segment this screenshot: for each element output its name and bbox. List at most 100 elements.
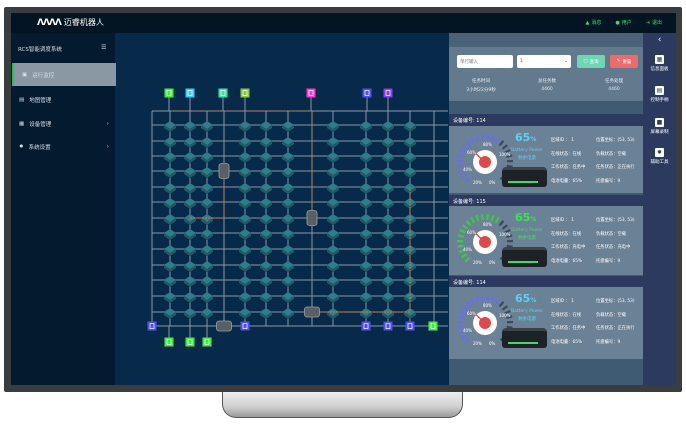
battery-gauge: 80% 60% 100% 40% 20% 0% bbox=[456, 134, 514, 185]
device-info-left: 区域ID ： 1 在线状态：在线 工作状态：任务中 电池电量：65% bbox=[551, 138, 586, 184]
info-panel-icon: ▦ bbox=[655, 55, 664, 64]
agv-robot[interactable] bbox=[216, 320, 232, 332]
device-select[interactable]: 1⌄ bbox=[517, 55, 571, 68]
tick-label: 0% bbox=[489, 180, 496, 185]
sidebar-item-settings[interactable]: ✹系统设置› bbox=[11, 135, 115, 158]
shelf-side bbox=[282, 171, 294, 178]
charging-station-icon[interactable] bbox=[164, 337, 174, 347]
station-icon[interactable] bbox=[405, 321, 415, 331]
shelf-side bbox=[164, 187, 176, 194]
device-card[interactable]: 80% 60% 100% 40% 20% 0% 65% Battery Powe… bbox=[449, 287, 643, 359]
agv-robot[interactable] bbox=[304, 306, 320, 318]
field-value: 任务中 bbox=[572, 165, 586, 170]
station-icon[interactable] bbox=[306, 88, 316, 98]
stat-label: 总任务数 bbox=[538, 79, 556, 84]
gauge-tick bbox=[504, 228, 511, 234]
sidebar-item-monitor[interactable]: ▣运行监控 bbox=[12, 63, 116, 86]
toolbar-joystick[interactable]: ▤控制手柄 bbox=[643, 86, 676, 103]
field-label: 工作状态 bbox=[551, 326, 569, 331]
shelf-side bbox=[327, 265, 339, 272]
shelf-side bbox=[184, 312, 196, 319]
messages-link[interactable]: ▲消息 bbox=[586, 19, 602, 27]
charging-station-icon[interactable] bbox=[185, 337, 195, 347]
station-icon[interactable] bbox=[240, 88, 250, 98]
monitor-stand bbox=[222, 392, 463, 418]
tick-label: 60% bbox=[467, 230, 476, 235]
gauge-tick bbox=[460, 173, 468, 179]
field-value: 1 bbox=[571, 218, 574, 223]
tick-label: 80% bbox=[483, 222, 492, 227]
shelf-side bbox=[260, 218, 272, 225]
device-card[interactable]: 80% 60% 100% 40% 20% 0% 65% Battery Powe… bbox=[449, 206, 643, 275]
warehouse-map[interactable] bbox=[11, 13, 676, 385]
collapse-menu-icon[interactable]: ☰ bbox=[101, 44, 107, 51]
station-glyph bbox=[187, 90, 193, 96]
agv-robot[interactable] bbox=[306, 210, 318, 226]
shelf-side bbox=[260, 233, 272, 240]
sidebar-item-devices[interactable]: ▦设备管理› bbox=[11, 112, 115, 135]
station-icon[interactable] bbox=[383, 321, 393, 331]
field-value: (53, 53) bbox=[617, 218, 635, 223]
shelf-side bbox=[184, 187, 196, 194]
station-icon[interactable] bbox=[362, 88, 372, 98]
station-icon[interactable] bbox=[383, 88, 393, 98]
shelf-side bbox=[327, 171, 339, 178]
stat-value: 4460 bbox=[608, 87, 620, 92]
query-label: 查询 bbox=[589, 59, 599, 65]
collapse-chevron-icon[interactable]: ‹ bbox=[657, 35, 662, 45]
charging-station-icon[interactable] bbox=[428, 321, 438, 331]
robot-image bbox=[502, 328, 547, 348]
shelf-side bbox=[404, 171, 416, 178]
gauge-tick bbox=[457, 164, 464, 168]
field-value: 9 bbox=[617, 339, 621, 345]
shelf-side bbox=[327, 233, 339, 240]
shelf-side bbox=[282, 187, 294, 194]
shelf-side bbox=[360, 141, 372, 148]
charging-station-icon[interactable] bbox=[164, 88, 174, 98]
device-card[interactable]: 80% 60% 100% 40% 20% 0% 65% Battery Powe… bbox=[449, 126, 643, 193]
station-icon[interactable] bbox=[185, 88, 195, 98]
shelf-side bbox=[382, 202, 394, 209]
logout-link[interactable]: ⇥退出 bbox=[646, 19, 662, 27]
shelf-side bbox=[201, 187, 213, 194]
shelf-side bbox=[282, 312, 294, 319]
station-icon[interactable] bbox=[218, 88, 228, 98]
sidebar-item-map[interactable]: ▤地图管理 bbox=[11, 88, 115, 111]
charging-station-glyph bbox=[187, 339, 193, 345]
agv-robot[interactable] bbox=[218, 163, 230, 179]
toolbar-tools[interactable]: ✹辅助工具 bbox=[643, 148, 676, 165]
toolbar-info-panel[interactable]: ▦信息面板 bbox=[643, 55, 676, 72]
gauge-tick bbox=[465, 140, 472, 147]
gauge-tick bbox=[462, 144, 469, 150]
robot-light bbox=[508, 181, 538, 183]
broom-icon: ✎ bbox=[616, 59, 621, 64]
device-icon: ▦ bbox=[19, 120, 25, 127]
query-button[interactable]: ▢查询 bbox=[577, 55, 605, 68]
shelf-side bbox=[382, 280, 394, 287]
device-card-header: 设备编号: 114 bbox=[449, 276, 643, 288]
shelf-side bbox=[201, 141, 213, 148]
station-icon[interactable] bbox=[361, 321, 371, 331]
charging-station-icon[interactable] bbox=[202, 337, 212, 347]
shelf-side bbox=[239, 156, 251, 163]
gauge-needle bbox=[472, 311, 486, 324]
sidebar-item-label: 系统设置 bbox=[28, 144, 51, 151]
field-value: 空载 bbox=[617, 312, 627, 318]
charging-station-glyph bbox=[430, 323, 436, 329]
shelf-side bbox=[201, 125, 213, 132]
search-input[interactable]: 单行输入 bbox=[457, 55, 513, 68]
reset-button[interactable]: ✎重置 bbox=[610, 55, 638, 68]
tick-label: 60% bbox=[467, 311, 476, 316]
gauge-needle bbox=[472, 150, 486, 163]
station-icon[interactable] bbox=[240, 321, 250, 331]
station-icon[interactable] bbox=[147, 321, 157, 331]
toolbar-record[interactable]: ■屏幕录制 bbox=[643, 118, 676, 135]
gauge-tick bbox=[458, 330, 465, 335]
shelf-side bbox=[382, 312, 394, 319]
shelf-side bbox=[360, 265, 372, 272]
gauge-tick bbox=[481, 134, 484, 141]
field-value: 任务中 bbox=[572, 326, 586, 331]
field-label: 托盘编号 bbox=[596, 339, 614, 345]
user-link[interactable]: ●用户 bbox=[615, 19, 631, 27]
